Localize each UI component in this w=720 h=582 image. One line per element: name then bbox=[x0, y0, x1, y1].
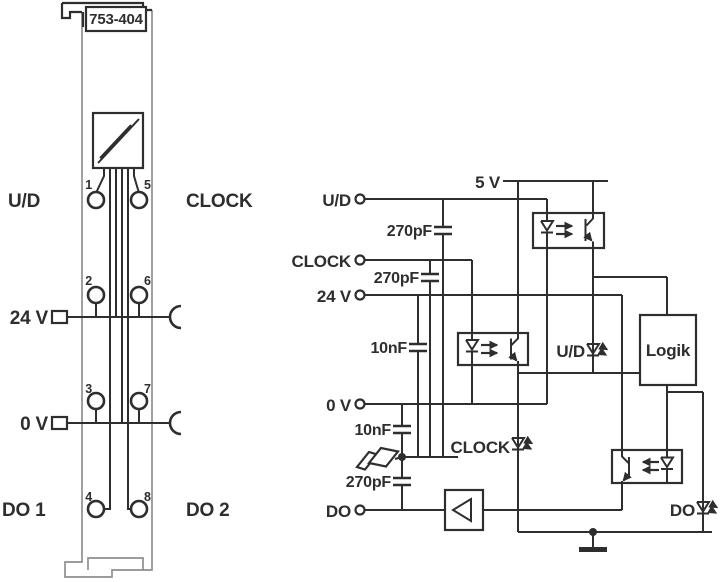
do-led-icon bbox=[696, 499, 719, 515]
led-label-do: DO bbox=[670, 501, 695, 520]
optocoupler-3-icon bbox=[621, 450, 675, 483]
capacitor-label-3: 10nF bbox=[370, 340, 407, 357]
terminal-3 bbox=[86, 391, 106, 411]
clock-led-icon bbox=[511, 435, 534, 451]
din-rail-icon bbox=[355, 446, 403, 471]
schematic-label-do: DO bbox=[326, 502, 351, 521]
module-label-ud: U/D bbox=[8, 191, 40, 212]
schematic-input-terminals bbox=[354, 193, 366, 516]
plug-icon-0v bbox=[50, 415, 69, 431]
output-driver-box bbox=[443, 488, 485, 532]
module-label-do2: DO 2 bbox=[186, 500, 230, 521]
junction-dot-ground bbox=[589, 528, 597, 536]
schematic: 5 V U/D CLOCK 24 V 0 V DO 270pF 270pF 10… bbox=[292, 173, 719, 552]
terminal-1 bbox=[86, 190, 106, 210]
terminal-number-2: 2 bbox=[85, 274, 92, 288]
optocoupler-2-icon bbox=[465, 333, 519, 365]
capacitor-label-1: 270pF bbox=[387, 223, 433, 240]
terminal-2 bbox=[86, 285, 106, 305]
input-circle-24v bbox=[354, 289, 366, 301]
module-label-0v: 0 V bbox=[20, 414, 48, 435]
terminals bbox=[86, 190, 149, 519]
output-driver-triangle-icon bbox=[451, 497, 472, 523]
input-circle-0v bbox=[354, 398, 366, 410]
input-circle-do bbox=[354, 504, 366, 516]
optocoupler-1-icon bbox=[540, 213, 594, 248]
jumper-contact-icon-24v bbox=[168, 304, 182, 330]
terminal-number-8: 8 bbox=[144, 490, 151, 504]
terminal-6 bbox=[129, 285, 149, 305]
terminal-number-5: 5 bbox=[144, 178, 151, 192]
schematic-label-ud: U/D bbox=[322, 191, 351, 210]
part-number-box bbox=[84, 5, 148, 33]
logic-label: Logik bbox=[646, 341, 691, 360]
schematic-label-24v: 24 V bbox=[317, 287, 352, 306]
ud-led-icon bbox=[586, 341, 609, 357]
io-module: 753-404 1 5 2 6 3 7 4 8 bbox=[2, 1, 253, 578]
terminal-5 bbox=[129, 190, 149, 210]
terminal-number-6: 6 bbox=[144, 274, 151, 288]
capacitor-label-5: 270pF bbox=[346, 474, 392, 491]
terminal-4 bbox=[86, 499, 106, 519]
junction-dot-shield bbox=[398, 453, 406, 461]
module-label-do1: DO 1 bbox=[2, 500, 46, 521]
module-label-24v: 24 V bbox=[10, 308, 49, 329]
part-number-label: 753-404 bbox=[89, 11, 144, 28]
jumper-contact-icon-0v bbox=[168, 410, 182, 436]
plug-icon-24v bbox=[50, 309, 69, 325]
terminal-number-3: 3 bbox=[85, 382, 92, 396]
input-circle-clock bbox=[354, 254, 366, 266]
terminal-7 bbox=[129, 391, 149, 411]
schematic-label-clock: CLOCK bbox=[292, 252, 352, 271]
module-wires bbox=[95, 168, 140, 510]
module-shell-outline bbox=[64, 10, 153, 578]
schematic-label-0v: 0 V bbox=[326, 396, 352, 415]
terminal-8 bbox=[129, 499, 149, 519]
terminal-number-7: 7 bbox=[144, 382, 151, 396]
schematic-wires bbox=[364, 180, 712, 547]
capacitor-label-4: 10nF bbox=[354, 422, 391, 439]
module-label-clock: CLOCK bbox=[186, 191, 253, 212]
input-circle-ud bbox=[354, 193, 366, 205]
electronics-symbol-diagonals bbox=[97, 118, 140, 164]
terminal-number-4: 4 bbox=[85, 490, 92, 504]
capacitor-plates bbox=[393, 225, 452, 487]
led-label-ud: U/D bbox=[556, 342, 585, 361]
logic-box bbox=[638, 313, 698, 387]
schematic-label-5v: 5 V bbox=[475, 173, 501, 192]
capacitor-label-2: 270pF bbox=[374, 270, 420, 287]
terminal-number-1: 1 bbox=[85, 178, 92, 192]
led-label-clock: CLOCK bbox=[451, 438, 511, 457]
